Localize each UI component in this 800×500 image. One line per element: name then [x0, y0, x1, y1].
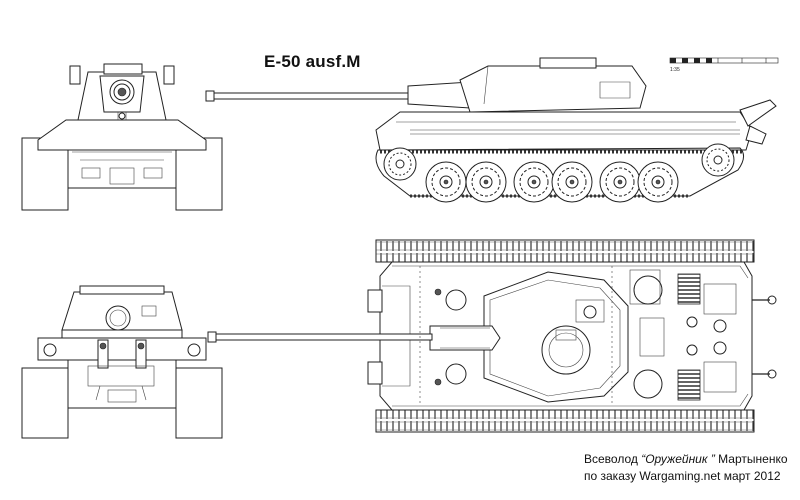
side-view	[205, 57, 777, 203]
credit-author-nick: “Оружейник ”	[641, 452, 715, 466]
rear-right-track	[175, 367, 223, 439]
side-road-wheels	[425, 161, 679, 203]
credit-author-first: Всеволод	[584, 452, 642, 466]
credit-author-surname: Мартыненко	[714, 452, 788, 466]
top-gun-barrel	[211, 333, 433, 341]
side-gun-barrel	[209, 92, 411, 100]
top-lower-track	[375, 409, 755, 433]
side-turret	[459, 65, 647, 113]
top-upper-track	[375, 239, 755, 263]
credit-commission: по заказу Wargaming.net март 2012	[584, 469, 781, 483]
scale-bar-label: 1:35	[670, 67, 680, 73]
credit-author: Всеволод “Оружейник ” Мартыненко	[584, 452, 788, 466]
rear-left-track	[21, 367, 69, 439]
scale-bar: 1:35	[669, 57, 779, 73]
top-view	[207, 239, 777, 433]
drawing-title: E-50 ausf.M	[264, 52, 361, 71]
front-view	[21, 63, 223, 211]
rear-view	[21, 285, 223, 439]
